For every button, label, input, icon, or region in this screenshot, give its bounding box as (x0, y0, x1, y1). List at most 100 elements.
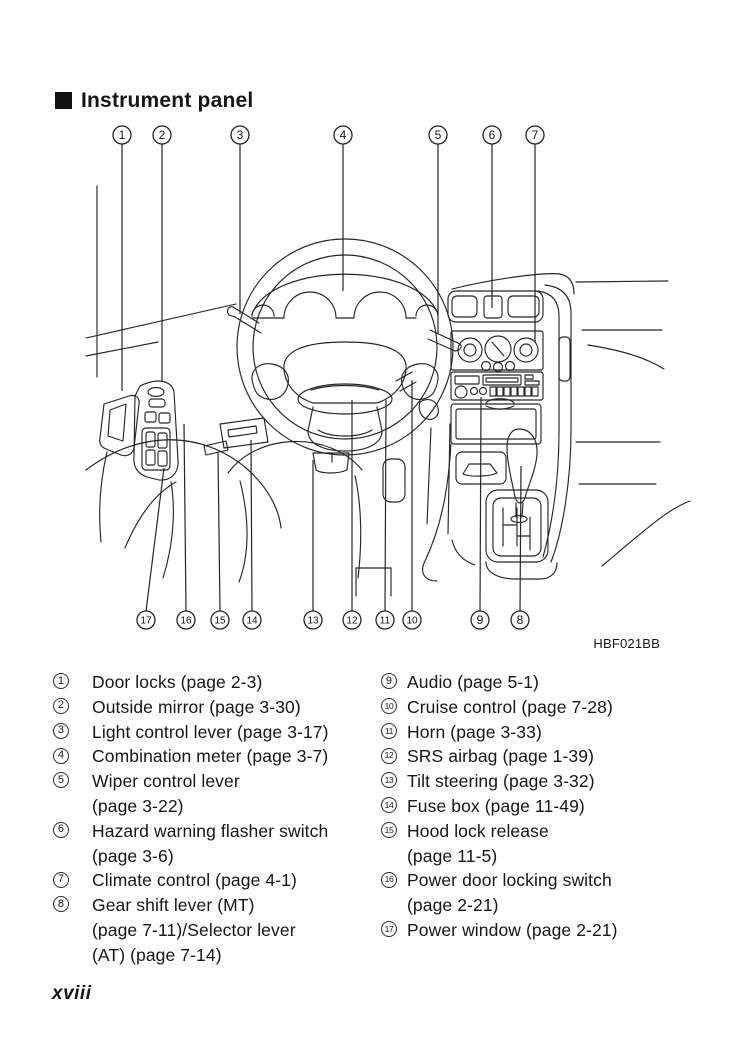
figure-code: HBF021BB (593, 636, 660, 651)
callout-11: 11 (375, 399, 395, 630)
legend-item-text: Cruise control (page 7-28) (407, 696, 613, 717)
legend-item-number: 8 (53, 896, 69, 913)
legend-item-number: 4 (53, 747, 69, 764)
legend-item-text: Wiper control lever(page 3-22) (92, 771, 240, 816)
combination-meter-hood (251, 273, 439, 315)
steering-column (307, 406, 383, 452)
legend-item-number: 3 (53, 722, 69, 739)
legend-item-text: Door locks (page 2-3) (92, 672, 263, 692)
legend-item-text: Outside mirror (page 3-30) (92, 696, 301, 717)
door-handle (99, 394, 140, 457)
legend-item-13: 13 Tilt steering (page 3-32) (380, 769, 700, 794)
svg-text:6: 6 (489, 128, 496, 142)
callout-16: 16 (176, 423, 196, 630)
callout-9: 9 (470, 396, 490, 630)
svg-text:2: 2 (159, 128, 166, 142)
callout-1: 1 (112, 125, 132, 391)
callout-15: 15 (210, 452, 230, 630)
legend-item-11: 11 Horn (page 3-33) (380, 720, 700, 745)
legend-item-text: Climate control (page 4-1) (92, 870, 297, 891)
legend-column-right: 9 Audio (page 5-1) 10 Cruise control (page … (380, 670, 700, 943)
gear-shift-lever (506, 428, 538, 504)
svg-text:7: 7 (532, 128, 539, 142)
callout-7: 7 (525, 125, 545, 343)
legend-item-number: 6 (53, 821, 69, 838)
page-title: Instrument panel (81, 89, 254, 112)
section-title-block: Instrument panel (55, 90, 253, 111)
steering-wheel (227, 238, 462, 583)
legend-item-number: 9 (381, 673, 397, 690)
legend-item-text: Tilt steering (page 3-32) (407, 771, 595, 792)
svg-text:9: 9 (477, 613, 484, 627)
legend-item-number: 7 (53, 871, 69, 888)
legend-item-number: 13 (381, 772, 397, 789)
callout-10: 10 (402, 380, 422, 630)
shift-gate-bezel (485, 489, 549, 563)
legend-item-16: 16 Power door locking switch(page 2-21) (380, 868, 700, 918)
power-window-switches (141, 427, 171, 471)
callout-4: 4 (333, 125, 353, 291)
legend-item-text: Light control lever (page 3-17) (92, 721, 329, 742)
svg-text:1: 1 (119, 128, 126, 142)
legend-item-15: 15 Hood lock release(page 11-5) (380, 819, 700, 869)
legend-item-text: Power door locking switch(page 2-21) (407, 870, 612, 916)
svg-text:8: 8 (517, 613, 524, 627)
legend-item-number: 12 (381, 747, 397, 764)
svg-text:5: 5 (435, 128, 442, 142)
legend-item-number: 16 (381, 871, 397, 888)
callout-14: 14 (242, 439, 262, 630)
cruise-control-switch (401, 363, 439, 400)
legend-item-7: 7 Climate control (page 4-1) (52, 868, 372, 893)
svg-text:15: 15 (214, 615, 226, 626)
legend-item-4: 4 Combination meter (page 3-7) (52, 744, 372, 769)
mirror-switch (147, 386, 165, 398)
fuse-box-and-hood-release (203, 417, 269, 456)
legend-item-9: 9 Audio (page 5-1) (380, 670, 700, 695)
legend-item-text: Combination meter (page 3-7) (92, 746, 329, 767)
legend-item-text: Audio (page 5-1) (407, 672, 539, 692)
svg-text:14: 14 (246, 615, 258, 626)
legend-item-text: Power window (page 2-21) (407, 919, 618, 940)
center-console (355, 284, 572, 597)
audio-unit (450, 371, 544, 401)
legend-item-text: Horn (page 3-33) (407, 721, 542, 742)
callout-17: 17 (136, 467, 165, 630)
airbag-horn-pad (283, 341, 407, 404)
svg-text:3: 3 (237, 128, 244, 142)
legend-item-text: Hood lock release(page 11-5) (407, 820, 549, 866)
callout-5: 5 (428, 125, 448, 333)
legend-item-number: 11 (381, 722, 397, 739)
svg-text:13: 13 (307, 615, 319, 626)
door-panel (85, 380, 282, 579)
svg-text:17: 17 (140, 615, 152, 626)
svg-text:4: 4 (340, 128, 347, 142)
callout-8: 8 (510, 465, 530, 630)
legend-item-number: 10 (381, 697, 397, 714)
callout-2: 2 (152, 125, 172, 381)
callout-3: 3 (230, 125, 250, 314)
door-switch-panel (133, 380, 179, 481)
legend-item-number: 15 (381, 821, 397, 838)
legend-item-3: 3 Light control lever (page 3-17) (52, 720, 372, 745)
light-control-lever (232, 306, 260, 324)
wiper-control-lever (429, 329, 459, 344)
legend-item-text: SRS airbag (page 1-39) (407, 746, 595, 767)
center-vents (447, 290, 544, 323)
hood-lock-release-lever (203, 440, 229, 456)
legend-item-10: 10 Cruise control (page 7-28) (380, 695, 700, 720)
legend-item-1: 1 Door locks (page 2-3) (52, 670, 372, 695)
side-vent (558, 336, 571, 382)
legend-item-number: 1 (53, 673, 69, 690)
svg-text:16: 16 (180, 615, 192, 626)
legend-item-number: 17 (381, 921, 397, 938)
fuse-box (219, 417, 269, 449)
